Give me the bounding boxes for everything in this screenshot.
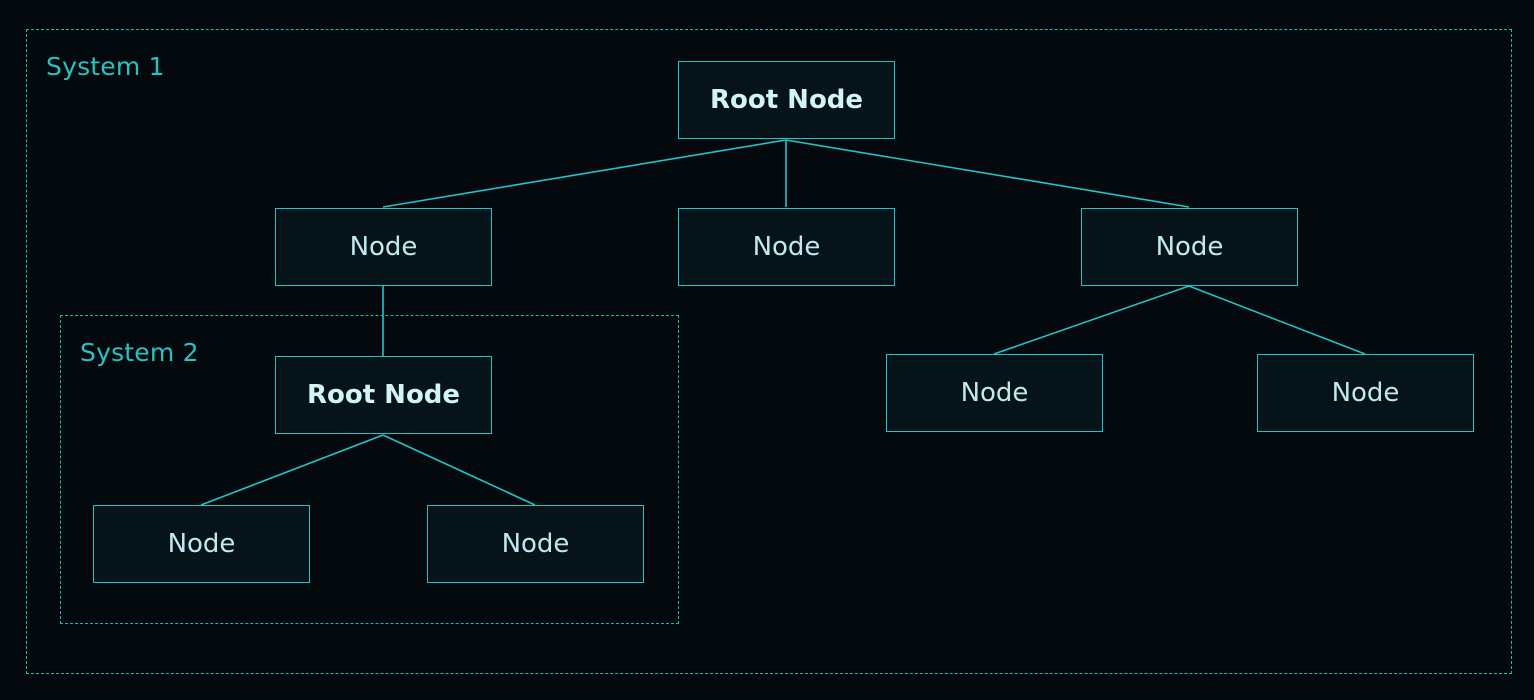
- edge-root1-left: [382, 139, 787, 208]
- node-system-2-right[interactable]: Node: [427, 505, 644, 583]
- edge-right-child-right: [1188, 285, 1366, 355]
- edge-right-child-left: [993, 285, 1190, 355]
- system-1-boundary: [26, 29, 1512, 674]
- root-node-system-1[interactable]: Root Node: [678, 61, 895, 139]
- edge-root2-right: [382, 434, 536, 506]
- node-system-1-right-child-left[interactable]: Node: [886, 354, 1103, 432]
- node-system-1-right-child-right[interactable]: Node: [1257, 354, 1474, 432]
- edge-root1-right: [785, 139, 1190, 208]
- node-system-1-center[interactable]: Node: [678, 208, 895, 286]
- system-2-label: System 2: [80, 338, 199, 367]
- node-system-2-left[interactable]: Node: [93, 505, 310, 583]
- node-system-1-right[interactable]: Node: [1081, 208, 1298, 286]
- node-system-1-left[interactable]: Node: [275, 208, 492, 286]
- system-1-label: System 1: [46, 52, 165, 81]
- system-2-boundary: [60, 315, 679, 624]
- root-node-system-2[interactable]: Root Node: [275, 356, 492, 434]
- edge-root2-left: [200, 434, 384, 506]
